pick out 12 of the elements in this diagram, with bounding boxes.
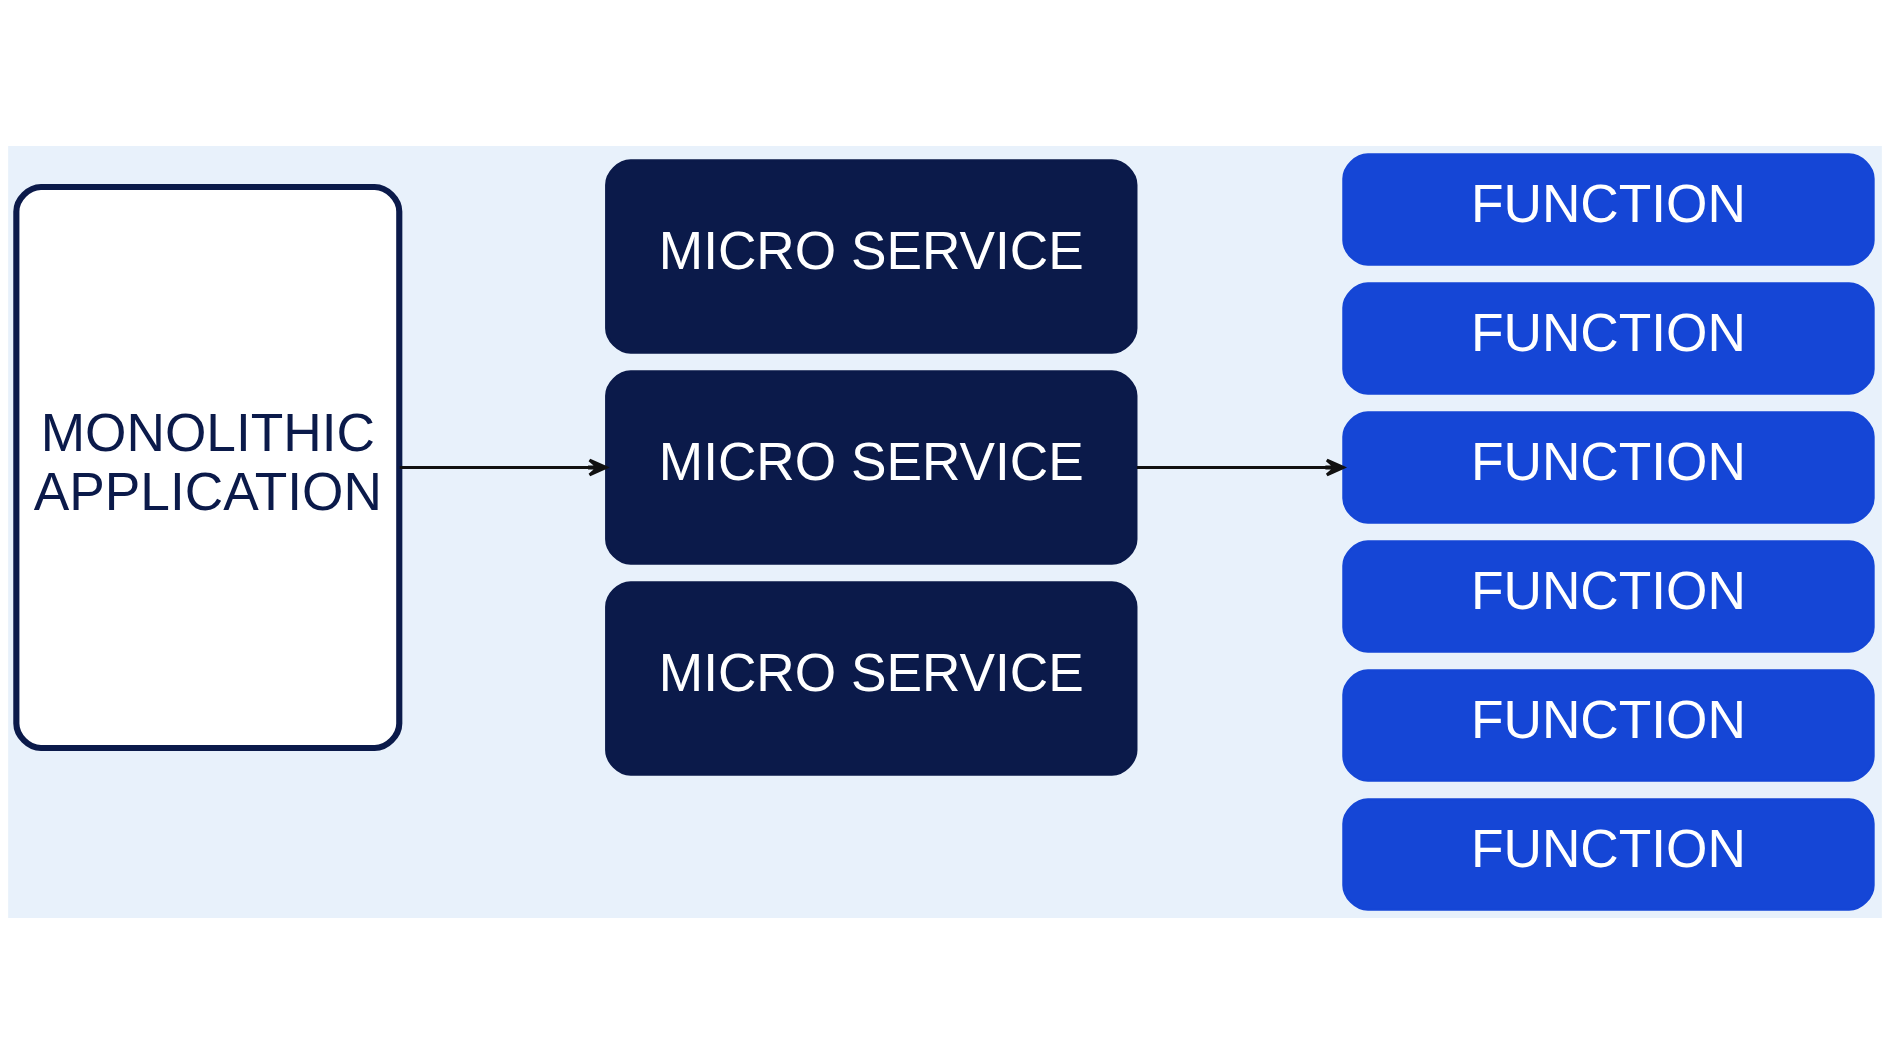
node-box: MONOLITHIC APPLICATION — [13, 183, 403, 751]
node-box: MICRO SERVICE — [605, 158, 1138, 354]
node-box: FUNCTION — [1342, 281, 1875, 395]
node-box: MICRO SERVICE — [605, 580, 1138, 776]
node-box: FUNCTION — [1342, 539, 1875, 653]
arrow — [1136, 458, 1345, 476]
arrow — [399, 458, 608, 476]
node-box: FUNCTION — [1342, 668, 1875, 782]
node-box: MICRO SERVICE — [605, 369, 1138, 565]
node-box: FUNCTION — [1342, 152, 1875, 266]
node-box: FUNCTION — [1342, 410, 1875, 524]
node-box: FUNCTION — [1342, 797, 1875, 911]
